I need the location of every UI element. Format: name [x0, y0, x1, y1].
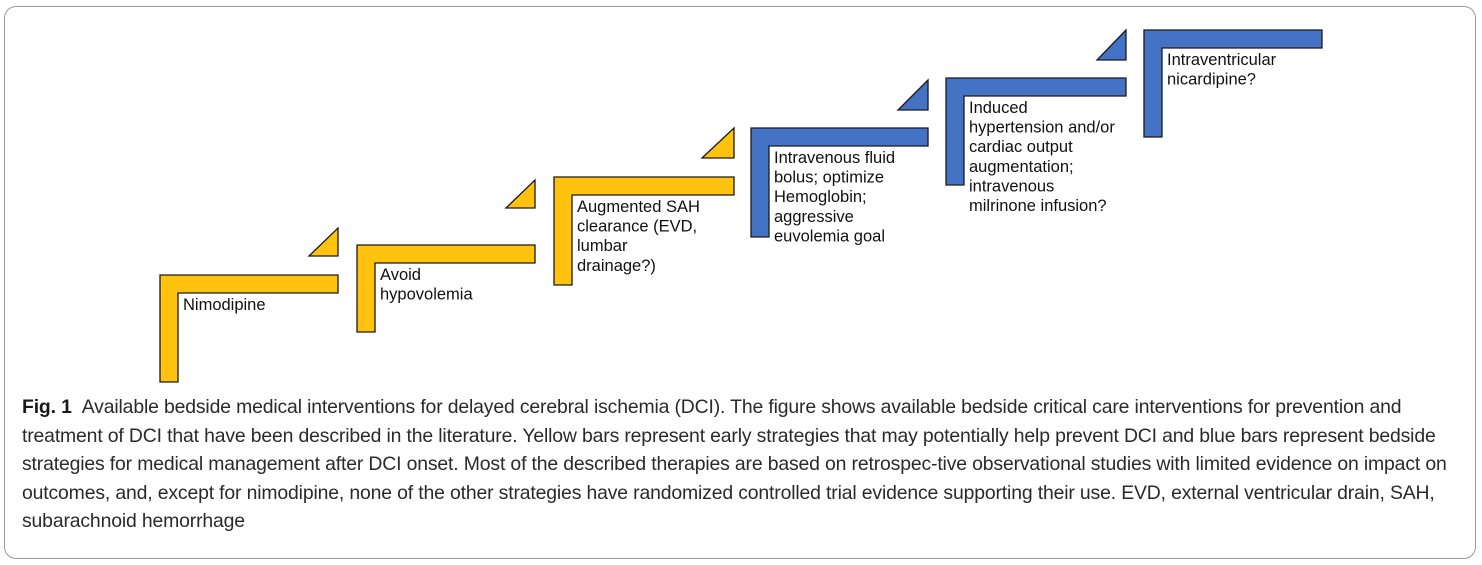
step-bar-early: [553, 176, 735, 286]
step-3: Augmented SAH clearance (EVD,lumbar draina…: [553, 126, 735, 286]
step-label-line: Intraventricular: [1167, 51, 1277, 69]
step-label-line: intravenous: [969, 177, 1054, 195]
step-label-line: bolus; optimize: [774, 169, 884, 187]
step-1: Nimodipine: [159, 226, 339, 383]
step-label-line: Augmented SAH: [577, 198, 700, 216]
step-label-line: milrinone infusion?: [969, 197, 1107, 215]
step-label-line: lumbar: [577, 237, 628, 255]
step-label-line: Induced: [969, 99, 1028, 117]
step-label: Avoid hypovolemia: [380, 266, 473, 304]
step-bar-early: [356, 244, 536, 333]
step-bar-management: [750, 127, 929, 238]
step-label: Augmented SAH clearance (EVD,lumbar draina…: [577, 198, 700, 275]
step-label-line: clearance (EVD,: [577, 218, 697, 236]
step-label-line: drainage?): [577, 257, 656, 275]
step-label-line: Avoid: [380, 266, 421, 284]
step-label-line: cardiac output: [969, 138, 1073, 156]
step-label-line: aggressive: [774, 208, 854, 226]
caption-text: Available bedside medical interventions …: [22, 396, 1447, 532]
step-label: Intraventricular nicardipine?: [1167, 51, 1277, 89]
step-bar-management: [1143, 29, 1323, 138]
step-arrow-triangle: [307, 226, 339, 257]
step-arrow-triangle: [700, 126, 735, 159]
step-arrow-triangle: [896, 78, 929, 111]
step-arrow-triangle: [504, 178, 536, 209]
step-label-line: Hemoglobin;: [774, 188, 867, 206]
step-bar-early: [159, 274, 339, 383]
step-2: Avoid hypovolemia: [356, 178, 536, 333]
step-6: Intraventricular nicardipine?: [1143, 29, 1323, 138]
step-label-line: euvolemia goal: [774, 227, 885, 245]
step-label-line: Nimodipine: [183, 296, 266, 314]
step-label-line: augmentation;: [969, 158, 1074, 176]
step-label-line: nicardipine?: [1167, 71, 1256, 89]
step-label: Nimodipine: [183, 296, 266, 314]
intervention-staircase-diagram: Nimodipine Avoid hypovolemia Augmented SAH c…: [159, 28, 1323, 383]
step-label-line: Intravenous fluid: [774, 149, 895, 167]
figure-label: Fig. 1: [22, 396, 72, 418]
step-label-line: hypertension and/or: [969, 119, 1115, 137]
step-label-line: hypovolemia: [380, 286, 473, 304]
step-bar-management: [945, 77, 1127, 186]
step-arrow-triangle: [1095, 28, 1127, 61]
